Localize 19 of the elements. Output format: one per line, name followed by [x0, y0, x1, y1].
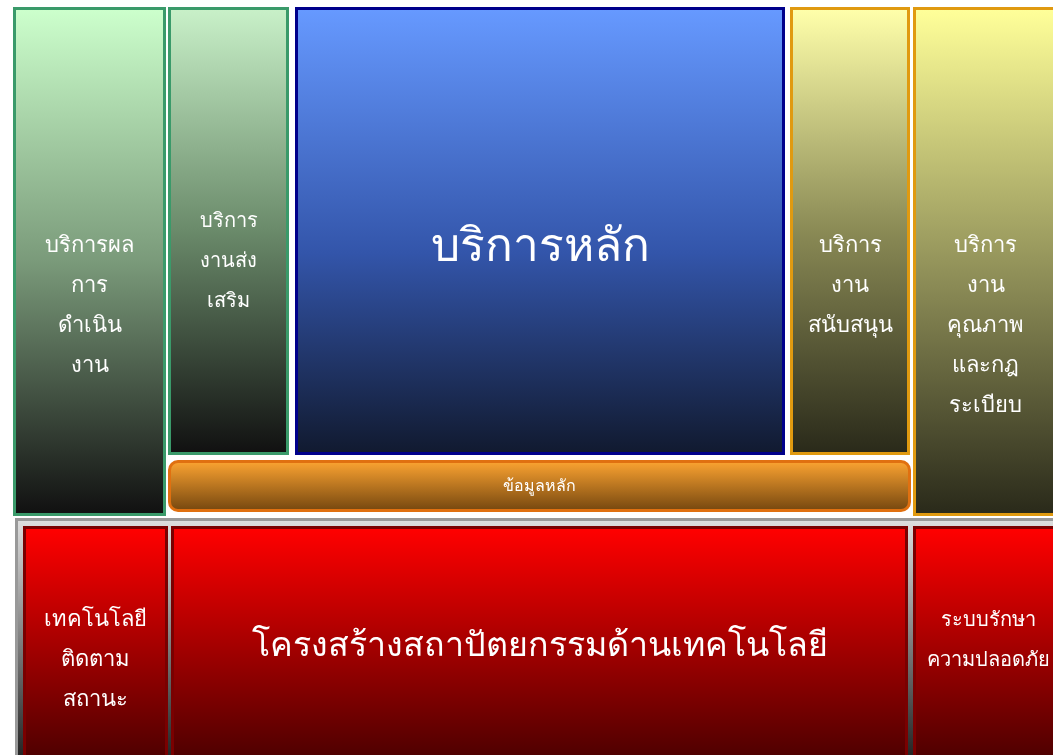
panel-title: บริการผลการดำเนินงาน — [44, 231, 135, 379]
service-panel — [790, 7, 910, 455]
panel-title: บริการงานส่งเสริม — [198, 207, 259, 314]
core-service-panel — [295, 7, 785, 455]
technology-panel — [171, 526, 908, 755]
panel-title: โครงสร้างสถาปัตยกรรมด้านเทคโนโลยี — [250, 623, 829, 666]
panel-title: ข้อมูลหลัก — [502, 475, 577, 498]
panel-title: บริการหลัก — [429, 217, 651, 274]
data-bar — [168, 460, 911, 512]
technology-panel — [913, 526, 1053, 755]
panel-title: ระบบรักษาความปลอดภัย — [925, 606, 1051, 673]
panel-title: บริการงานสนับสนุน — [806, 231, 894, 340]
technology-panel — [23, 526, 168, 755]
infrastructure-frame — [15, 518, 1053, 755]
service-panel — [168, 7, 289, 455]
panel-title: เทคโนโลยีติดตามสถานะ — [43, 605, 148, 713]
panel-title: บริการงานคุณภาพและกฎระเบียบ — [946, 231, 1025, 419]
service-panel — [913, 7, 1053, 516]
service-panel — [13, 7, 166, 516]
